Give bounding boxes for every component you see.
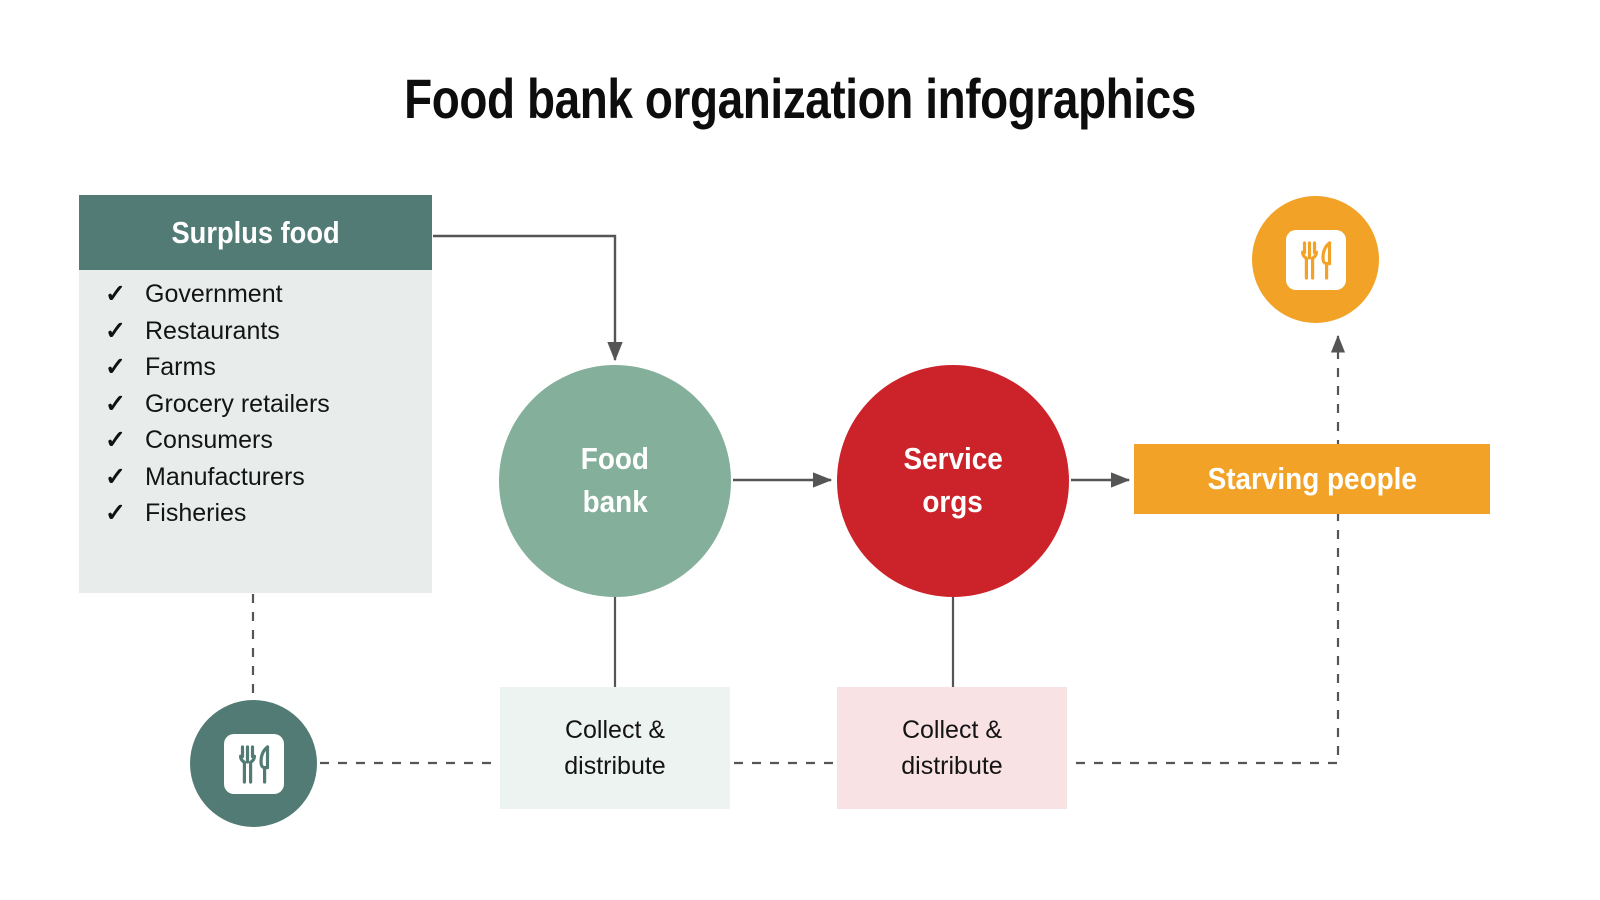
list-item-label: Manufacturers: [145, 462, 305, 491]
check-icon: ✓: [105, 353, 126, 381]
check-icon: ✓: [105, 426, 126, 454]
surplus-food-header: Surplus food: [79, 195, 432, 270]
caption-food-bank-line1: Collect &: [564, 715, 666, 744]
check-icon: ✓: [105, 280, 126, 308]
caption-food-bank: Collect & distribute: [500, 687, 730, 809]
meal-icon-circle-orange[interactable]: [1252, 196, 1379, 323]
node-starving-people-label: Starving people: [1207, 461, 1417, 496]
node-service-orgs-line2: orgs: [922, 484, 984, 519]
check-icon: ✓: [105, 316, 126, 345]
check-icon: ✓: [105, 462, 126, 491]
surplus-food-panel: Surplus food ✓ Government ✓ Restaurants …: [79, 195, 432, 593]
edge-mealicon-to-starving-loop: [320, 334, 1346, 765]
list-item-label: Government: [145, 280, 283, 308]
node-food-bank-line2: bank: [582, 484, 648, 519]
cutlery-icon: [1285, 229, 1346, 290]
meal-icon-circle-teal[interactable]: [190, 700, 317, 827]
list-item[interactable]: ✓ Manufacturers: [79, 462, 432, 502]
node-food-bank-line1: Food: [580, 441, 650, 477]
list-item[interactable]: ✓ Restaurants: [79, 316, 432, 356]
list-item-label: Consumers: [145, 426, 273, 454]
caption-service-orgs-line2: distribute: [901, 752, 1003, 780]
surplus-food-list: ✓ Government ✓ Restaurants ✓ Farms ✓ Gro…: [79, 270, 432, 593]
caption-service-orgs-line1: Collect &: [901, 715, 1003, 744]
caption-food-bank-line2: distribute: [564, 752, 666, 780]
node-service-orgs-line1: Service: [903, 441, 1003, 477]
node-service-orgs[interactable]: Service orgs: [837, 365, 1069, 597]
list-item-label: Fisheries: [145, 499, 247, 527]
list-item[interactable]: ✓ Grocery retailers: [79, 389, 432, 429]
list-item[interactable]: ✓ Consumers: [79, 428, 432, 465]
list-item[interactable]: ✓ Farms: [79, 355, 432, 392]
cutlery-icon: [223, 733, 284, 794]
list-item[interactable]: ✓ Government: [79, 282, 432, 319]
caption-service-orgs: Collect & distribute: [837, 687, 1067, 809]
page-title: Food bank organization infographics: [404, 67, 1196, 130]
list-item[interactable]: ✓ Fisheries: [79, 501, 432, 538]
edge-surplus-to-foodbank: [433, 234, 623, 362]
node-starving-people[interactable]: Starving people: [1134, 444, 1490, 514]
surplus-food-title: Surplus food: [171, 214, 340, 250]
list-item-label: Restaurants: [145, 316, 280, 345]
list-item-label: Grocery retailers: [145, 389, 330, 418]
check-icon: ✓: [105, 499, 126, 527]
list-item-label: Farms: [145, 353, 216, 381]
check-icon: ✓: [105, 389, 126, 418]
node-food-bank[interactable]: Food bank: [499, 365, 731, 597]
